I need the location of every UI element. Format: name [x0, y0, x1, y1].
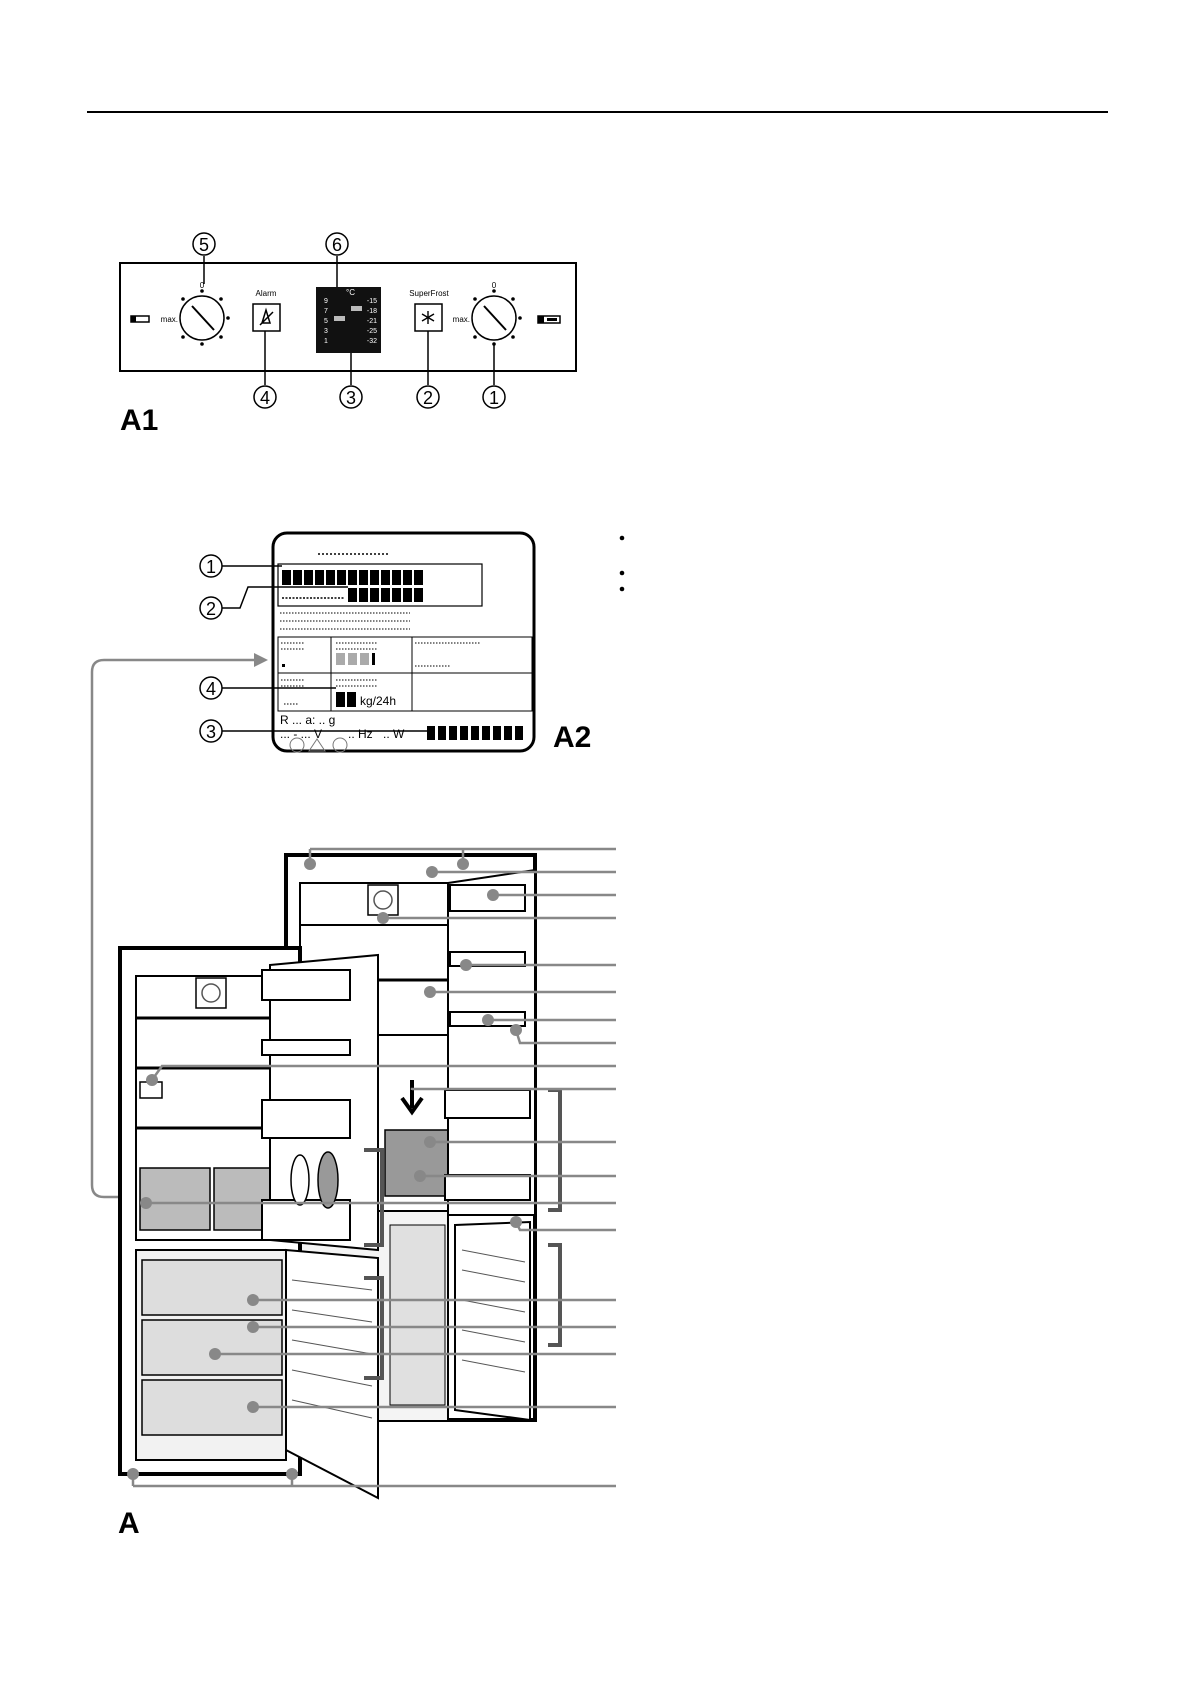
- freezer-dial: 0 max.: [161, 281, 230, 346]
- svg-text:3: 3: [324, 328, 328, 335]
- callout-a1-1: 1: [482, 385, 506, 409]
- appliance-illustration-a: A: [90, 653, 616, 1540]
- callout-a1-4: 4: [253, 385, 277, 409]
- callout-a1-5: 5: [192, 232, 216, 256]
- svg-text:5: 5: [199, 235, 209, 255]
- left-dial-zero: 0: [200, 281, 205, 290]
- callout-a1-2: 2: [416, 385, 440, 409]
- svg-text:-32: -32: [367, 338, 377, 345]
- svg-text:-18: -18: [367, 308, 377, 315]
- callout-a1-6: 6: [325, 232, 349, 256]
- callout-dots: [127, 858, 522, 1480]
- callout-leader-lines: [131, 847, 616, 1488]
- callout-a2-2: 2: [199, 596, 223, 620]
- figure-label-a: A: [118, 1507, 140, 1540]
- superfrost-label: SuperFrost: [409, 289, 449, 298]
- model-box: [277, 563, 483, 607]
- certification-marks: [289, 737, 348, 753]
- serial-number-blocks: [348, 588, 423, 602]
- svg-text:4: 4: [260, 388, 270, 408]
- right-dial-max: max.: [453, 315, 470, 324]
- snowflake-icon: [421, 311, 435, 324]
- callout-a2-3: 3: [199, 719, 223, 743]
- svg-text:6: 6: [332, 235, 342, 255]
- svg-text:2: 2: [206, 599, 216, 619]
- svg-text:4: 4: [206, 679, 216, 699]
- svg-text:1: 1: [324, 338, 328, 345]
- callout-a1-3: 3: [339, 385, 363, 409]
- freezing-capacity-unit: kg/24h: [360, 694, 396, 708]
- svg-text:9: 9: [324, 298, 328, 305]
- display-unit: °C: [346, 288, 355, 297]
- svg-text:1: 1: [206, 557, 216, 577]
- temperature-display: [316, 287, 381, 353]
- svg-text:2: 2: [423, 388, 433, 408]
- barcode-blocks: [427, 726, 523, 740]
- superfrost-button: [414, 303, 443, 332]
- rating-plate-pointer-line: [90, 658, 262, 1199]
- control-panel-a1: 0 max. Alarm °C 9 7 5 3 1 -15 -18 -21 -2…: [119, 232, 577, 437]
- figure-label-a1: A1: [120, 404, 158, 437]
- fridge-dial: 0 max.: [453, 281, 522, 346]
- alarm-label: Alarm: [256, 289, 277, 298]
- frequency-line: .. Hz: [348, 727, 373, 741]
- svg-text:1: 1: [489, 388, 499, 408]
- rating-plate-a2: kg/24h R ... a: .. g ... - ... V .. Hz .…: [199, 531, 591, 754]
- svg-text:-15: -15: [367, 298, 377, 305]
- callout-a2-4: 4: [199, 676, 223, 700]
- wattage-line: .. W: [383, 727, 405, 741]
- svg-text:-21: -21: [367, 318, 377, 325]
- model-number-blocks: [282, 570, 423, 585]
- refrigerant-line: R ... a: .. g: [280, 713, 335, 727]
- bullet-dots: [619, 535, 625, 592]
- front-appliance: [118, 946, 384, 1500]
- svg-text:5: 5: [324, 318, 328, 325]
- svg-text:7: 7: [324, 308, 328, 315]
- left-dial-max: max.: [161, 315, 178, 324]
- svg-text:-25: -25: [367, 328, 377, 335]
- alarm-icon: [259, 307, 274, 326]
- callout-a2-1: 1: [199, 554, 223, 578]
- svg-text:3: 3: [206, 722, 216, 742]
- svg-text:3: 3: [346, 388, 356, 408]
- figure-label-a2: A2: [553, 721, 591, 754]
- right-dial-zero: 0: [492, 281, 497, 290]
